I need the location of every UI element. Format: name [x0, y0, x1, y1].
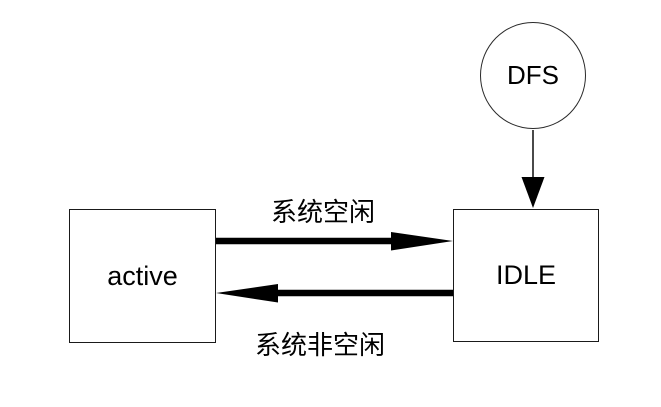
- dfs-node-label: DFS: [507, 60, 559, 90]
- active-node-label: active: [107, 260, 178, 291]
- dfs-node: DFS: [480, 22, 586, 129]
- right-arrowhead-icon: [391, 232, 453, 251]
- idle-node: IDLE: [453, 209, 599, 342]
- edge-label-system-not-idle: 系统非空闲: [254, 330, 385, 360]
- edge-dfs-to-idle: [521, 130, 545, 208]
- edge-active-to-idle: [216, 232, 453, 251]
- down-arrowhead-icon: [521, 177, 545, 208]
- edge-idle-to-active: [216, 284, 453, 303]
- left-arrowhead-icon: [216, 284, 278, 303]
- edge-label-system-idle: 系统空闲: [270, 197, 375, 227]
- active-node: active: [69, 209, 216, 343]
- idle-node-label: IDLE: [495, 260, 557, 290]
